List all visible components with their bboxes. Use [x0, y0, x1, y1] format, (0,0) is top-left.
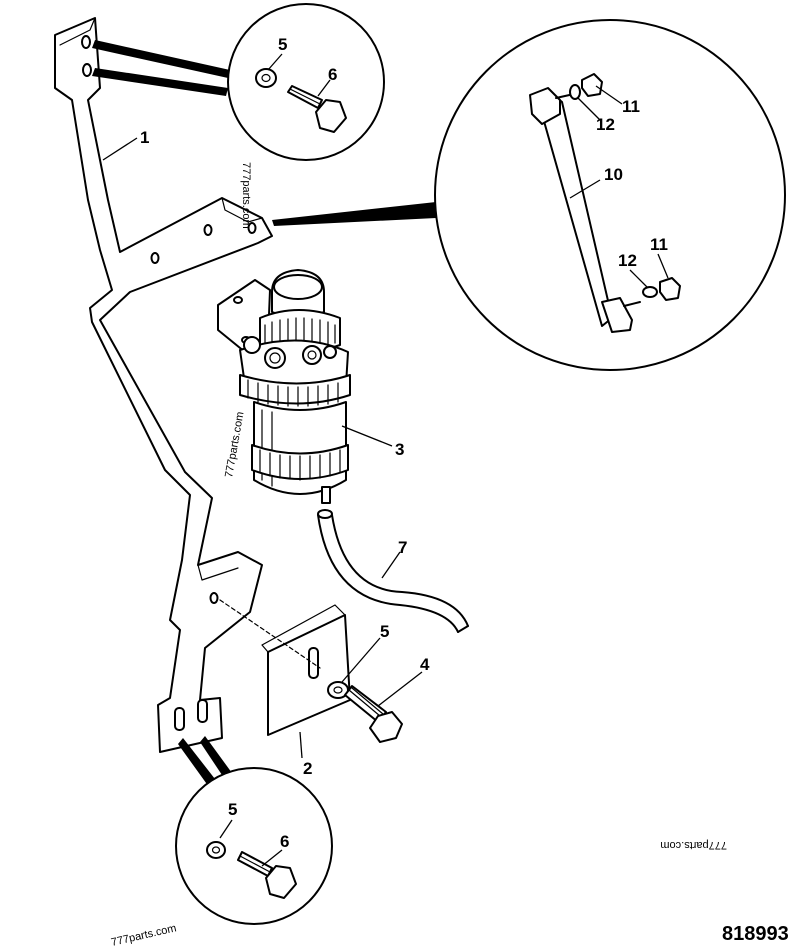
- clamp-plate: [219, 599, 351, 736]
- callout-7: 7: [398, 538, 407, 557]
- drain-hose: [317, 509, 469, 633]
- callout-11-top: 11: [622, 97, 640, 116]
- callout-6-bot: 6: [280, 832, 289, 851]
- mounting-bracket: [54, 17, 273, 753]
- detail-circle-top: [92, 3, 385, 161]
- callout-6-top: 6: [328, 65, 337, 84]
- detail-circle-bottom: [175, 736, 333, 925]
- detail-circle-right: [272, 19, 786, 371]
- washer-mid: [327, 681, 349, 699]
- callout-5-bot: 5: [228, 800, 237, 819]
- watermark-1: 777parts.com: [240, 162, 252, 229]
- fuel-filter: [217, 269, 351, 504]
- bolt-mid: [344, 685, 403, 743]
- callout-5-mid: 5: [380, 622, 389, 641]
- callout-1: 1: [140, 128, 149, 147]
- diagram-reference-number: 818993: [722, 923, 789, 945]
- callout-11-bot: 11: [650, 235, 668, 254]
- callout-12-top: 12: [596, 115, 615, 134]
- watermark-4: 777parts.com: [110, 922, 178, 949]
- callout-4: 4: [420, 655, 430, 674]
- callouts: 1 2 3 4 5 5 5 6 6 7 10 11 11 12 12: [140, 35, 668, 851]
- callout-5-top: 5: [278, 35, 287, 54]
- callout-2: 2: [303, 759, 312, 778]
- callout-12-bot: 12: [618, 251, 637, 270]
- callout-3: 3: [395, 440, 404, 459]
- watermark-3: 777parts.com: [660, 839, 727, 851]
- watermark-2: 777parts.com: [223, 411, 246, 479]
- leader-lines: [102, 53, 669, 867]
- callout-10: 10: [604, 165, 623, 184]
